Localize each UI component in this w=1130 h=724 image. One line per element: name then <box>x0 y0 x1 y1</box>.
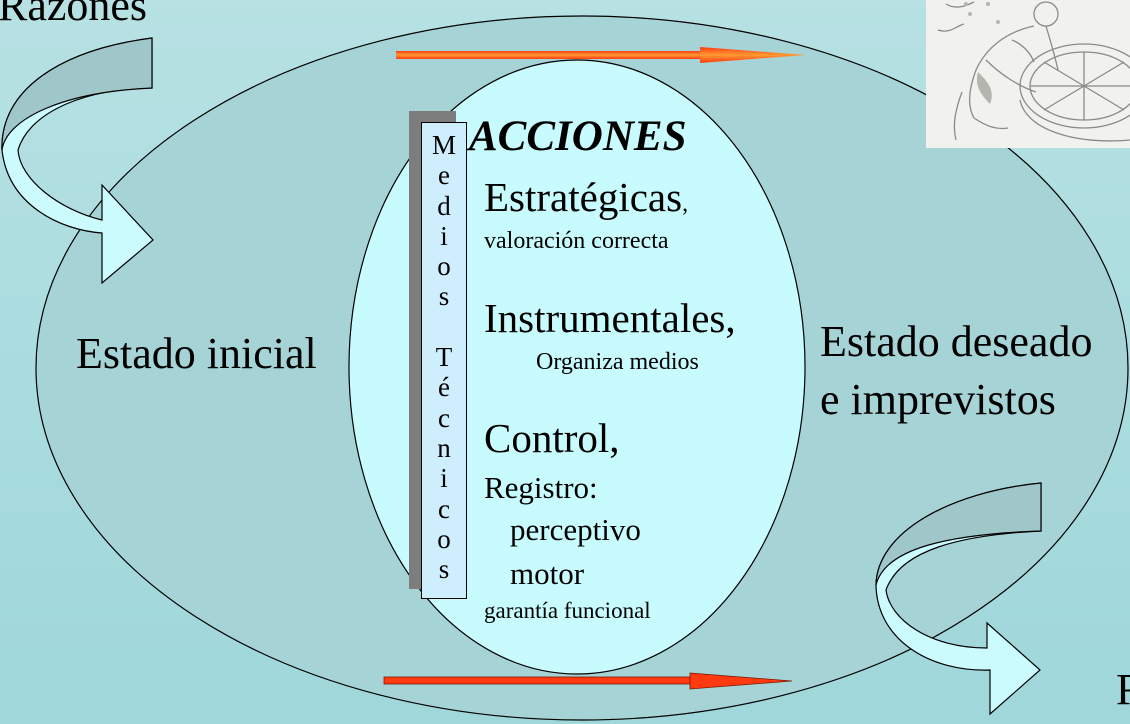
vertical-letter: é <box>438 372 450 403</box>
instrumental-note: Organiza medios <box>536 349 699 375</box>
bottom-right-label: R <box>1116 668 1130 712</box>
strategic-note: valoración correcta <box>484 228 669 254</box>
control-registro: Registro: <box>484 470 598 505</box>
control-note: garantía funcional <box>484 598 651 623</box>
vertical-letter: c <box>438 402 450 433</box>
strategic-comma: , <box>682 191 689 217</box>
vertical-letter: o <box>437 523 451 554</box>
right-state-line1: Estado deseado <box>820 317 1093 366</box>
vertical-letter: c <box>438 493 450 524</box>
vertical-letter: T <box>435 342 453 373</box>
vertical-letter: d <box>437 190 451 221</box>
instrumental-heading: Instrumentales, <box>484 295 736 341</box>
left-state-label: Estado inicial <box>76 329 317 378</box>
control-perceptivo: perceptivo <box>510 512 641 547</box>
vertical-letter: i <box>440 463 448 494</box>
strategic-heading-text: Estratégicas <box>484 174 683 220</box>
control-heading: Control, <box>484 415 620 461</box>
illustration-sketch <box>926 0 1130 148</box>
vertical-letter: o <box>437 251 451 282</box>
vertical-letter <box>441 312 448 342</box>
right-curved-arrow <box>875 482 1042 716</box>
strategic-heading: Estratégicas, <box>484 177 688 218</box>
worker-at-grindstone-illustration <box>926 0 1130 148</box>
bottom-flow-arrow <box>383 672 793 690</box>
right-state-line2: e imprevistos <box>820 375 1056 424</box>
left-curved-arrow <box>1 37 154 285</box>
vertical-letter: M <box>431 130 456 160</box>
control-motor: motor <box>510 556 585 591</box>
vertical-letter: n <box>437 432 451 463</box>
top-left-label: Razones <box>0 0 148 30</box>
top-flow-arrow <box>396 47 806 63</box>
vertical-letter: e <box>438 160 450 191</box>
vertical-letter: i <box>440 220 448 251</box>
actions-title: ACCIONES <box>469 113 687 160</box>
vertical-letter: s <box>438 281 450 312</box>
vertical-letter: s <box>438 554 450 585</box>
